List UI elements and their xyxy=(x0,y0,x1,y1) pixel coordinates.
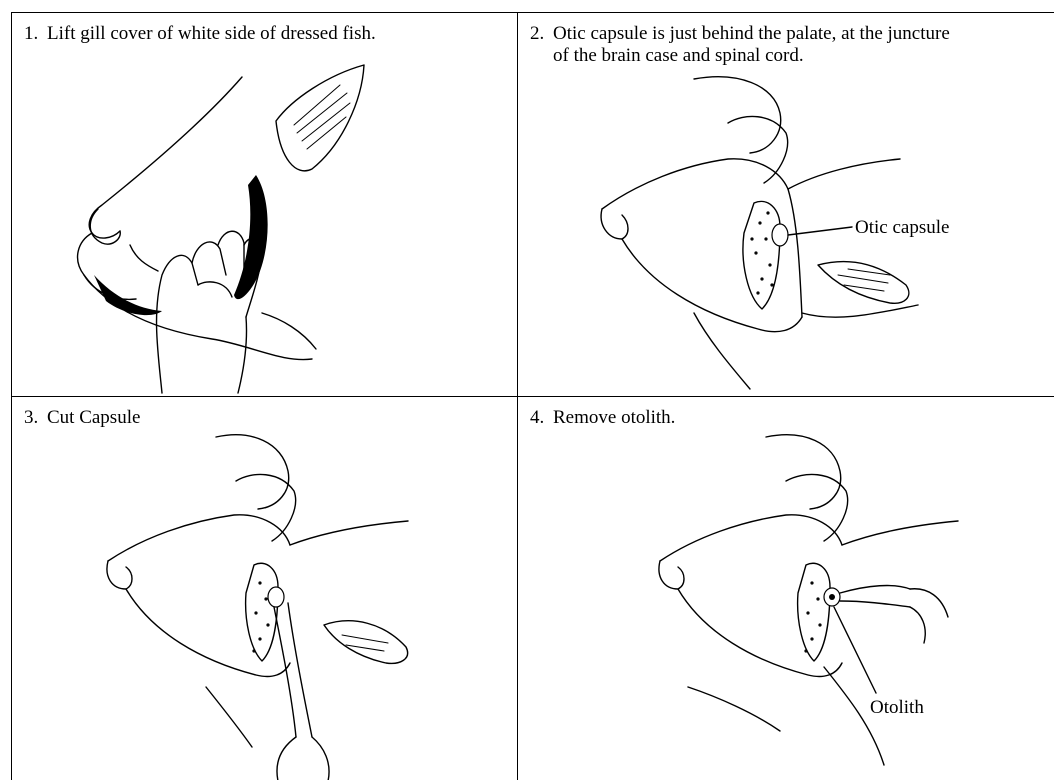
step-4-illustration xyxy=(518,397,1054,780)
step-3-illustration xyxy=(12,397,519,780)
step-2-illustration xyxy=(518,13,1054,398)
otic-capsule-label: Otic capsule xyxy=(855,217,949,239)
step-1-illustration xyxy=(12,13,519,398)
otolith-label: Otolith xyxy=(870,697,924,719)
step-3-panel: 3.Cut Capsule xyxy=(11,396,519,780)
step-4-panel: 4.Remove otolith. Oto xyxy=(517,396,1054,780)
step-2-panel: 2.Otic capsule is just behind the palate… xyxy=(517,12,1054,398)
step-1-panel: 1.Lift gill cover of white side of dress… xyxy=(11,12,519,398)
